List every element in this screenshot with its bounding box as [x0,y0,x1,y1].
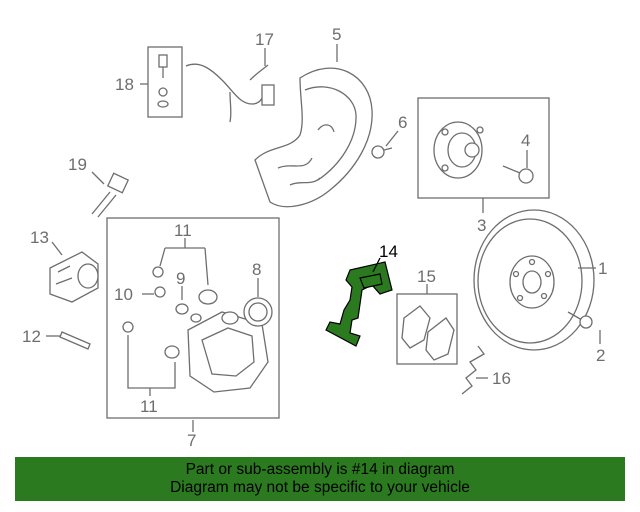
callout-16: 16 [492,369,511,388]
info-banner: Part or sub-assembly is #14 in diagram D… [15,457,625,501]
part-7-caliper-assembly[interactable] [106,217,280,419]
banner-line-2: Diagram may not be specific to your vehi… [170,479,470,496]
callout-10: 10 [114,285,133,304]
parts-diagram: 18 17 5 6 3 4 [22,25,607,450]
part-13-caliper-housing[interactable] [49,251,99,303]
part-18-fastener-kit[interactable] [147,46,183,118]
callout-6: 6 [398,113,407,132]
callout-13: 13 [30,228,49,247]
callout-11-top: 11 [174,221,192,240]
callout-12: 12 [22,327,41,346]
part-2-rotor-screw[interactable] [567,311,593,329]
part-1-brake-rotor[interactable] [473,209,595,351]
part-12-guide-pin[interactable] [59,331,91,350]
callout-4: 4 [521,131,530,150]
callout-3: 3 [477,216,486,235]
part-14-caliper-bracket[interactable] [325,261,393,347]
callout-9: 9 [176,269,185,288]
part-4-hub-bolt[interactable] [502,165,534,184]
callout-1: 1 [598,259,607,278]
part-5-dust-shield[interactable] [254,67,373,208]
banner-line-1: Part or sub-assembly is #14 in diagram [185,461,455,478]
callout-2: 2 [596,346,605,365]
callout-14: 14 [379,242,398,261]
part-16-spring-clip[interactable] [461,345,485,395]
part-19-bleeder[interactable] [91,172,130,218]
callout-11-bottom: 11 [140,397,158,416]
callout-14-leader [372,257,381,273]
callout-5: 5 [332,25,341,44]
callout-19: 19 [68,155,87,174]
callout-18: 18 [115,75,134,94]
callout-17: 17 [255,30,274,49]
callout-15: 15 [417,267,436,286]
part-15-brake-pads[interactable] [396,293,458,365]
callout-8: 8 [252,260,261,279]
callout-7: 7 [187,431,196,450]
part-6-bolt[interactable] [371,145,393,159]
part-17-sensor-harness[interactable] [185,58,275,123]
